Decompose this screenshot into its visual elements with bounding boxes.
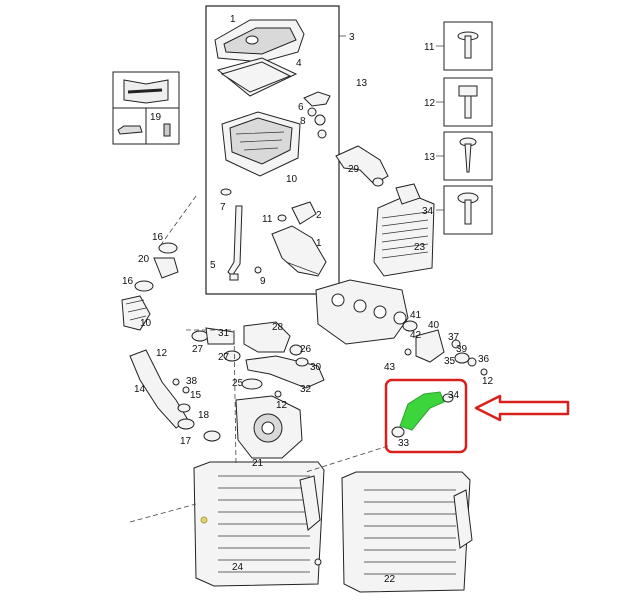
callout-9: 9: [260, 276, 266, 287]
callout-13a: 13: [356, 78, 368, 89]
callout-24: 24: [232, 562, 244, 573]
callout-labels: 1 3 4 13 6 8 7 5 9 10 11 2 1 19 11 12 13…: [122, 14, 494, 585]
callout-26: 26: [300, 344, 312, 355]
callout-11: 11: [424, 42, 435, 53]
callout-38: 38: [186, 376, 198, 387]
callout-16b: 16: [122, 276, 134, 287]
callout-31: 31: [218, 328, 230, 339]
turbocharger-21: [235, 395, 303, 459]
oil-can-icon: [117, 125, 143, 135]
rings-17-18: [177, 418, 221, 442]
callout-39: 39: [456, 344, 468, 355]
callout-32: 32: [300, 384, 312, 395]
boost-hoses-26-32: [191, 321, 325, 398]
callout-18: 18: [198, 410, 210, 421]
callout-29: 29: [348, 164, 360, 175]
callout-34a: 34: [422, 206, 434, 217]
throttle-body-40: [402, 320, 445, 363]
callout-27a: 27: [192, 344, 204, 355]
breather-hose-6: [303, 91, 331, 139]
highlight-box: [384, 378, 468, 454]
drain-hose-5: [220, 188, 243, 281]
intercooler-23: [373, 183, 435, 277]
screw-13-icon: [459, 137, 477, 173]
callout-11a: 11: [262, 214, 273, 225]
intake-sleeve-2: [277, 201, 317, 225]
callout-10: 10: [140, 318, 152, 329]
callout-34: 34: [448, 390, 460, 401]
screw-12-icon: [458, 85, 478, 119]
assembly-line-center: [186, 329, 237, 465]
screw-column: [436, 21, 493, 235]
callout-23: 23: [414, 242, 426, 253]
callout-22: 22: [384, 574, 396, 585]
callout-12c: 12: [276, 400, 288, 411]
callout-1a: 1: [230, 14, 236, 25]
callout-30: 30: [310, 362, 322, 373]
callout-27b: 27: [218, 352, 230, 363]
highlighted-hose-33[interactable]: [399, 391, 445, 431]
callout-8: 8: [300, 116, 306, 127]
callout-33: 33: [398, 438, 410, 449]
callout-12b: 12: [156, 348, 168, 359]
airbox-frame: [205, 5, 346, 295]
intake-hose-29: [335, 145, 389, 187]
callout-16a: 16: [152, 232, 164, 243]
callout-35: 35: [444, 356, 456, 367]
callout-14: 14: [134, 384, 146, 395]
callout-37: 37: [448, 332, 460, 343]
radiator-24: [193, 461, 325, 587]
intake-duct-1: [271, 225, 327, 277]
assembly-line-left: [159, 195, 197, 247]
pointer-arrow: [474, 394, 570, 422]
assembly-line-lower: [129, 503, 197, 523]
airbox-cover: [214, 19, 305, 63]
corrugated-hose-10: [121, 242, 179, 331]
callout-15: 15: [190, 390, 202, 401]
callout-7: 7: [220, 202, 226, 213]
callout-40: 40: [428, 320, 440, 331]
callout-5: 5: [210, 260, 216, 271]
wrench-icon: [127, 88, 163, 94]
connector-parts-35-39: [451, 339, 488, 376]
callout-12: 12: [424, 98, 436, 109]
callout-43: 43: [384, 362, 396, 373]
airbox-housing: [221, 111, 301, 177]
callout-19: 19: [150, 112, 162, 123]
callout-20: 20: [138, 254, 150, 265]
callout-12d: 12: [482, 376, 494, 387]
screw-11-icon: [457, 31, 479, 59]
callout-4: 4: [296, 58, 302, 69]
callout-17: 17: [180, 436, 192, 447]
callout-13: 13: [424, 152, 436, 163]
callout-1b: 1: [316, 238, 322, 249]
intercooler-22: [341, 471, 473, 593]
intake-manifold: [315, 279, 409, 345]
callout-28: 28: [272, 322, 284, 333]
callout-2: 2: [316, 210, 322, 221]
callout-41: 41: [410, 310, 422, 321]
screw-34-icon: [457, 192, 479, 225]
manual-info-box: [112, 71, 180, 145]
assembly-line-right: [305, 445, 389, 473]
callout-10a: 10: [286, 174, 298, 185]
callout-3: 3: [349, 32, 355, 43]
fitting-9: [254, 266, 262, 274]
callout-36: 36: [478, 354, 490, 365]
charge-pipe-14: [129, 349, 191, 429]
callout-6: 6: [298, 102, 304, 113]
bulb-icon: [163, 123, 171, 137]
callout-25: 25: [232, 378, 244, 389]
air-filter-element: [216, 57, 298, 97]
callout-42: 42: [410, 330, 422, 341]
callout-21: 21: [252, 458, 264, 469]
